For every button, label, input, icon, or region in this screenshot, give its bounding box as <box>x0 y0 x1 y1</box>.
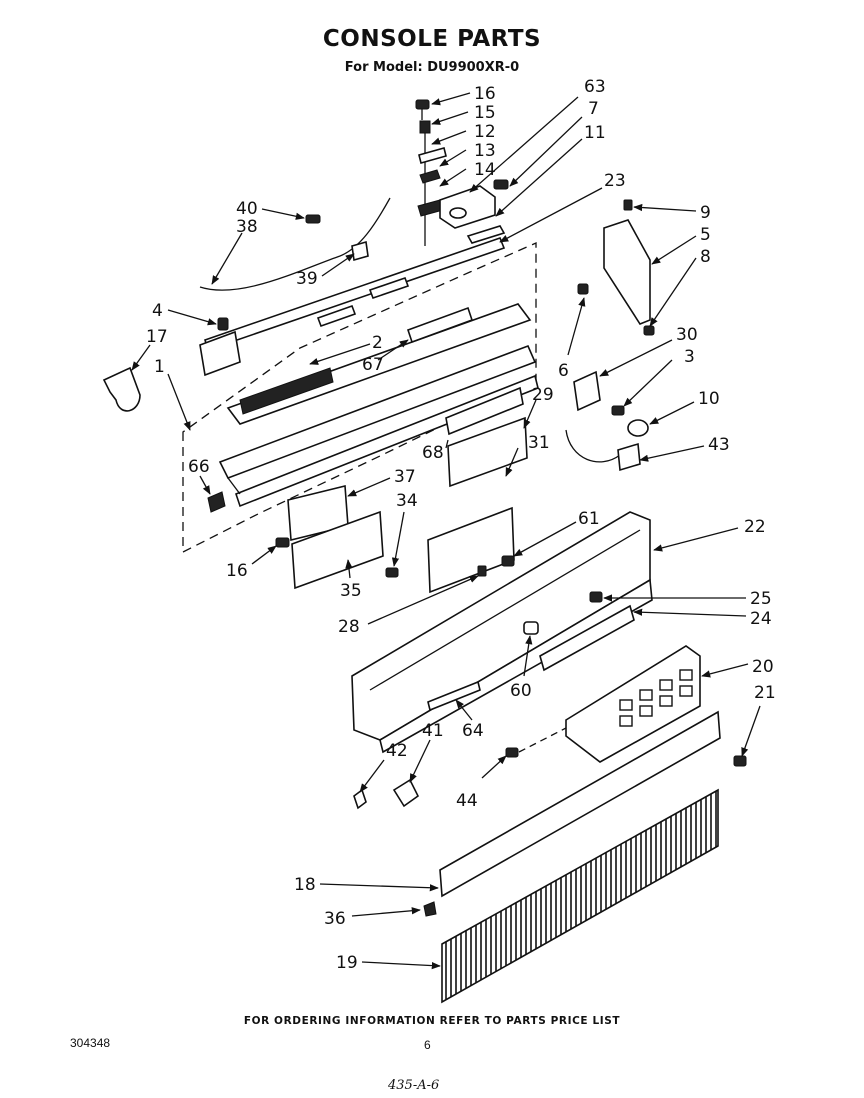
label-63: 63 <box>584 77 606 97</box>
label-11: 11 <box>584 123 606 143</box>
label-14: 14 <box>474 160 496 180</box>
label-18: 18 <box>294 875 316 895</box>
label-19: 19 <box>336 953 358 973</box>
keypad-bracket-20 <box>565 645 701 763</box>
label-8: 8 <box>700 247 711 267</box>
label-22: 22 <box>744 517 766 537</box>
grille-19 <box>441 788 719 1004</box>
label-67: 67 <box>362 355 384 375</box>
label-34: 34 <box>396 491 418 511</box>
label-21: 21 <box>754 683 776 703</box>
part-66 <box>207 491 226 513</box>
screw-21 <box>733 755 747 767</box>
bracket-5 <box>577 199 655 336</box>
label-37: 37 <box>394 467 416 487</box>
clip-17 <box>102 366 141 412</box>
console-housing-22 <box>351 511 653 754</box>
label-61: 61 <box>578 509 600 529</box>
label-12: 12 <box>474 122 496 142</box>
label-1: 1 <box>154 357 165 377</box>
label-42: 42 <box>386 741 408 761</box>
extrusion-1 <box>218 344 539 508</box>
control-bracket <box>439 179 509 244</box>
label-29: 29 <box>532 385 554 405</box>
label-35: 35 <box>340 581 362 601</box>
circuit-board-29 <box>445 386 528 488</box>
label-23: 23 <box>604 171 626 191</box>
label-4: 4 <box>152 301 163 321</box>
label-43: 43 <box>708 435 730 455</box>
label-5: 5 <box>700 225 711 245</box>
switch-60 <box>523 621 539 635</box>
strip-67 <box>406 306 474 344</box>
page-title: CONSOLE PARTS <box>322 26 542 52</box>
label-68: 68 <box>422 443 444 463</box>
model-subtitle: For Model: DU9900XR-0 <box>344 60 520 75</box>
label-20: 20 <box>752 657 774 677</box>
screw-44 <box>505 747 519 758</box>
label-66: 66 <box>188 457 210 477</box>
wiring-connectors <box>565 370 649 472</box>
label-41: 41 <box>422 721 444 741</box>
clip-36 <box>423 901 437 917</box>
trim-panel-18 <box>439 710 721 898</box>
document-number: 304348 <box>70 1036 111 1050</box>
end-block-4 <box>199 317 241 377</box>
ordering-info-note: FOR ORDERING INFORMATION REFER TO PARTS … <box>243 1015 621 1027</box>
label-24: 24 <box>750 609 772 629</box>
handwritten-note: 435-A-6 <box>388 1078 440 1093</box>
label-60: 60 <box>510 681 532 701</box>
panel-2 <box>226 303 532 425</box>
foot-42 <box>353 788 367 810</box>
label-16: 16 <box>474 84 496 104</box>
label-7: 7 <box>588 99 599 119</box>
screw-16 <box>275 537 290 548</box>
label-13: 13 <box>474 141 496 161</box>
plate-24 <box>539 604 635 672</box>
label-36: 36 <box>324 909 346 929</box>
label-15: 15 <box>474 103 496 123</box>
circuit-board-35 <box>287 484 384 590</box>
label-64: 64 <box>462 721 484 741</box>
label-3: 3 <box>684 347 695 367</box>
wire-harness-38 <box>199 197 391 291</box>
label-16-lower: 16 <box>226 561 248 581</box>
label-9: 9 <box>700 203 711 223</box>
label-6: 6 <box>558 361 569 381</box>
label-30: 30 <box>676 325 698 345</box>
label-38: 38 <box>236 217 258 237</box>
label-39: 39 <box>296 269 318 289</box>
screw-stack-16-15-12-13-14 <box>415 99 447 246</box>
page-number: 6 <box>424 1038 431 1052</box>
leader-lines <box>131 92 761 970</box>
screw-25 <box>589 591 603 603</box>
label-10: 10 <box>698 389 720 409</box>
part-number-labels: 16 15 12 13 14 63 7 11 23 40 38 39 9 5 8… <box>146 77 776 973</box>
label-31: 31 <box>528 433 550 453</box>
label-40: 40 <box>236 199 258 219</box>
label-44: 44 <box>456 791 478 811</box>
label-25: 25 <box>750 589 772 609</box>
screw-34 <box>385 567 399 578</box>
label-2: 2 <box>372 333 383 353</box>
switch-61 <box>501 555 515 567</box>
label-17: 17 <box>146 327 168 347</box>
foot-41 <box>392 778 420 808</box>
label-28: 28 <box>338 617 360 637</box>
